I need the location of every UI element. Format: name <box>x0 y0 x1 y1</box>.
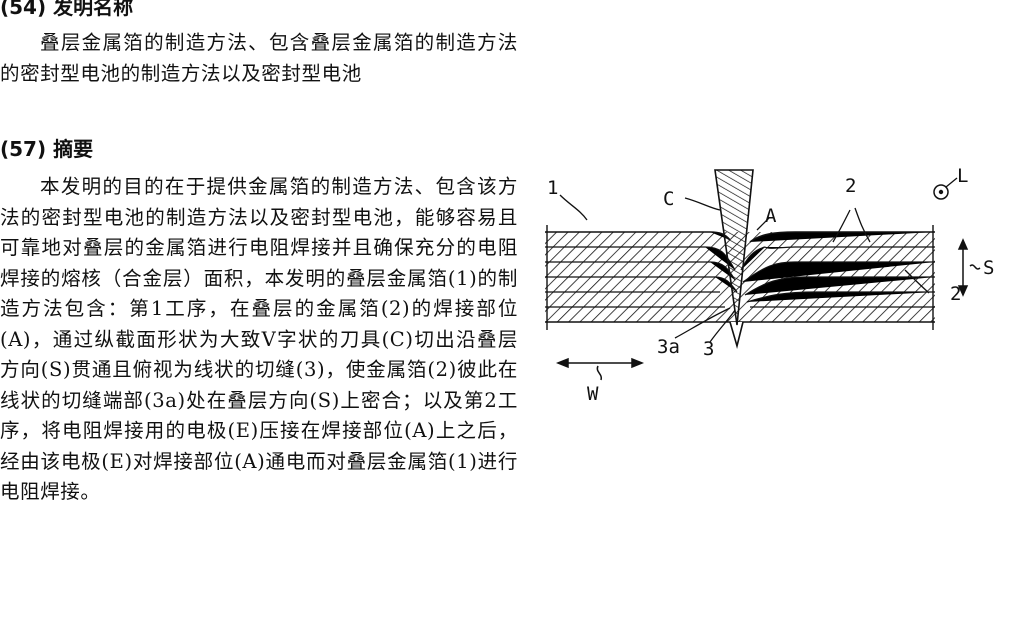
viewing-direction-symbol <box>933 177 958 200</box>
label-l: L <box>957 165 968 187</box>
invention-title-text: 叠层金属箔的制造方法、包含叠层金属箔的制造方法的密封型电池的制造方法以及密封型电… <box>0 31 518 85</box>
stacking-direction-arrow <box>957 238 981 297</box>
label-direction-w: W <box>587 383 599 405</box>
label-foil-1: 1 <box>547 177 558 199</box>
label-slit-end-3a: 3a <box>657 336 680 358</box>
label-cutter-c: C <box>663 188 674 210</box>
label-foil-2-top: 2 <box>845 175 856 197</box>
label-weld-site-a: A <box>765 205 777 227</box>
patent-figure: 1 C A 2 L 2 S 3a 3 W <box>545 165 994 405</box>
abstract-heading: (57) 摘要 <box>0 137 94 161</box>
label-foil-2-right: 2 <box>950 283 961 305</box>
leader-lines <box>559 194 930 343</box>
label-slit-3: 3 <box>703 338 714 360</box>
label-direction-s: S <box>983 257 994 279</box>
width-direction-arrow <box>555 357 645 381</box>
abstract-text: 本发明的目的在于提供金属箔的制造方法、包含该方法的密封型电池的制造方法以及密封型… <box>0 175 518 503</box>
v-shaped-cutter <box>714 169 754 326</box>
invention-title-heading: (54) 发明名称 <box>0 0 134 19</box>
